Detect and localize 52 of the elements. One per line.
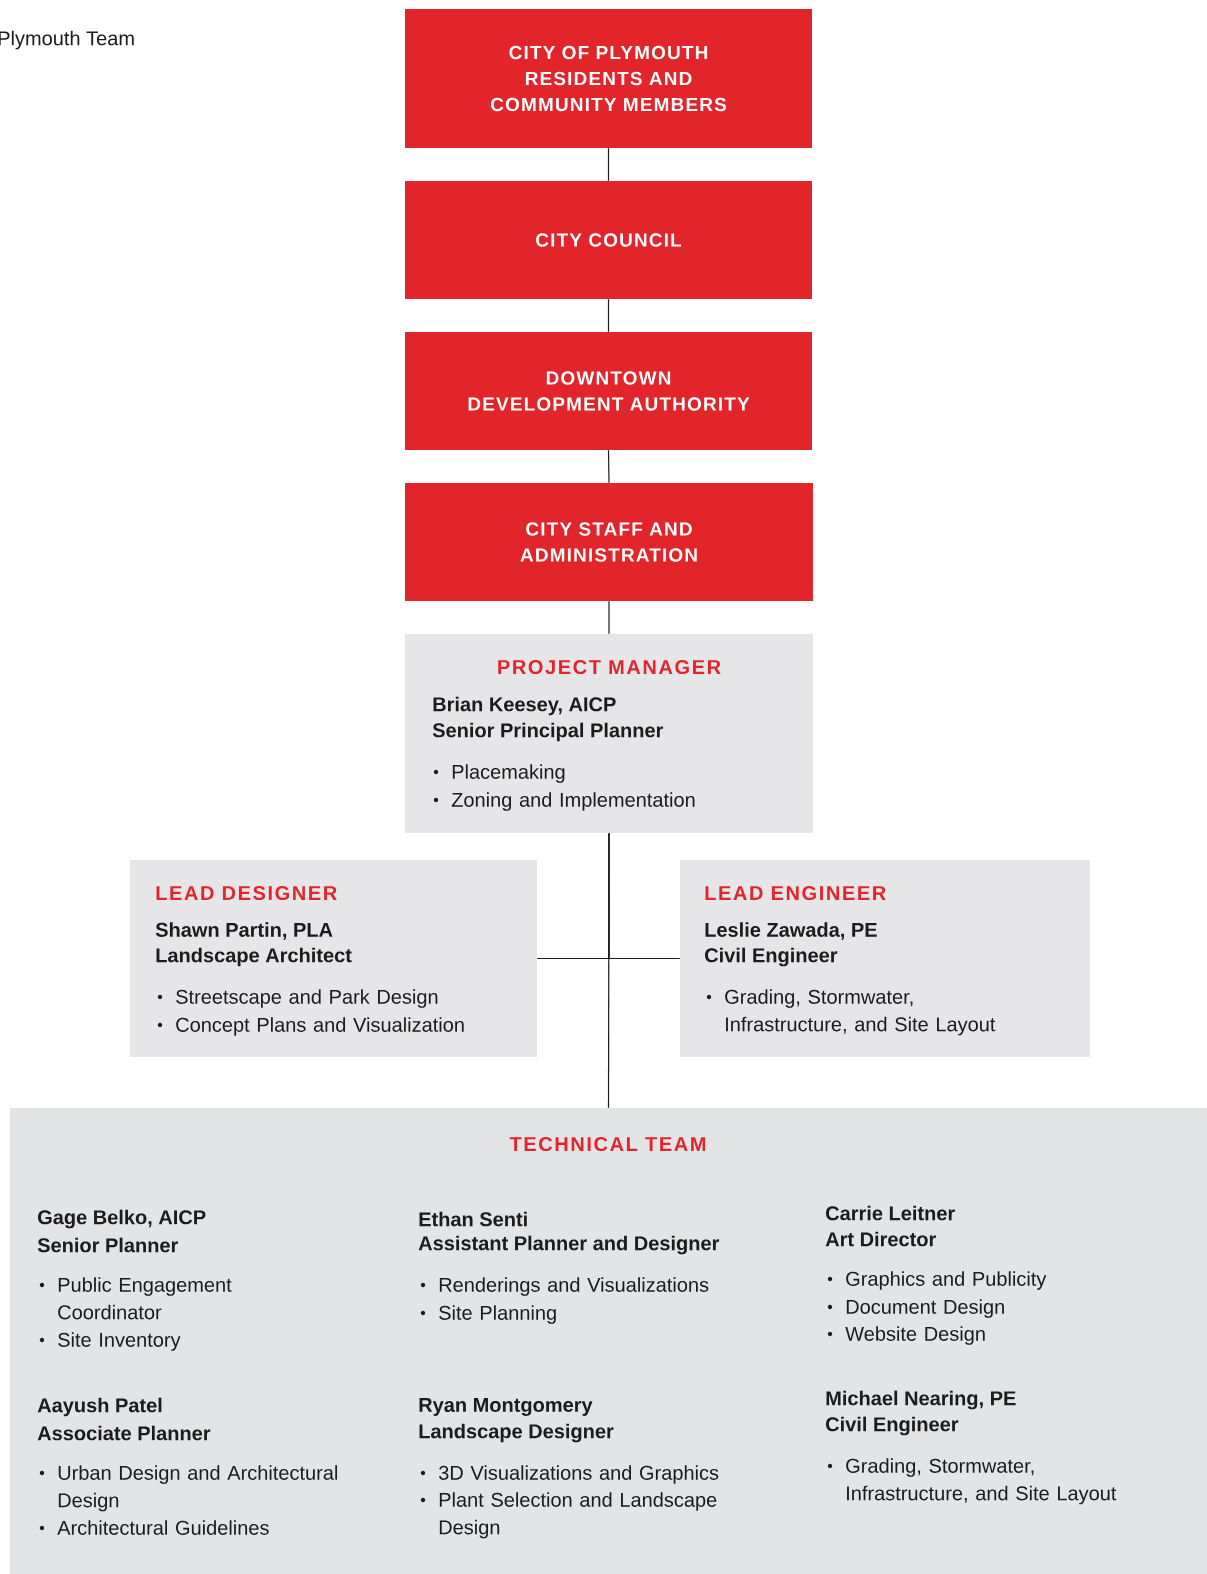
- bullet-item: Plant Selection and Landscape Design: [420, 1492, 717, 1539]
- role-heading: PROJECT MANAGER: [498, 659, 721, 675]
- person-line: Ryan Montgomery: [419, 1398, 593, 1416]
- connector-line: [608, 600, 610, 635]
- connector-line: [607, 147, 610, 182]
- bullet-item: Site Inventory: [39, 1332, 181, 1351]
- person-line: Shawn Partin, PLA: [155, 922, 333, 940]
- person-line: Ethan Senti: [419, 1211, 527, 1227]
- bullet-item: Graphics and Publicity: [827, 1271, 1047, 1290]
- bullet-item: Public Engagement Coordinator: [39, 1277, 232, 1320]
- role-box: [130, 860, 537, 1057]
- person-line: Assistant Planner and Designer: [418, 1235, 720, 1255]
- role-heading: TECHNICAL TEAM: [509, 1136, 706, 1152]
- bullet-item: Document Design: [827, 1299, 1004, 1318]
- bullet-item: Urban Design and Architectural Design: [39, 1465, 338, 1512]
- person-line: Civil Engineer: [705, 947, 838, 967]
- person-line: Brian Keesey, AICP: [433, 696, 616, 716]
- connector-line: [607, 832, 610, 1109]
- bullet-item: Grading, Stormwater, Infrastructure, and Site Layout: [827, 1458, 1117, 1505]
- person-line: Michael Nearing, PE: [826, 1390, 1016, 1410]
- person-line: Landscape Designer: [419, 1423, 614, 1443]
- person-line: Gage Belko, AICP: [38, 1209, 206, 1229]
- org-box: CITY STAFF AND ADMINISTRATION: [405, 483, 813, 601]
- bullet-item: 3D Visualizations and Graphics: [420, 1465, 719, 1484]
- team-panel: [10, 1108, 1207, 1574]
- person-line: Carrie Leitner: [826, 1205, 955, 1221]
- role-heading: LEAD ENGINEER: [705, 885, 886, 901]
- bullet-item: Grading, Stormwater, Infrastructure, and Site Layout: [706, 989, 996, 1036]
- person-line: Senior Planner: [37, 1237, 179, 1253]
- person-line: Civil Engineer: [826, 1416, 959, 1436]
- bullet-item: Site Planning: [420, 1305, 556, 1324]
- org-box: CITY COUNCIL: [405, 181, 812, 299]
- role-box: [405, 634, 813, 833]
- bullet-item: Placemaking: [433, 764, 565, 783]
- connector-line: [607, 449, 610, 484]
- org-box: CITY OF PLYMOUTH RESIDENTS AND COMMUNITY MEMBERS: [405, 9, 812, 148]
- org-box: DOWNTOWN DEVELOPMENT AUTHORITY: [405, 332, 812, 450]
- role-box: [680, 860, 1090, 1057]
- person-line: Aayush Patel: [37, 1397, 162, 1417]
- person-line: Senior Principal Planner: [432, 722, 664, 742]
- bullet-item: Zoning and Implementation: [433, 792, 695, 811]
- bullet-item: Concept Plans and Visualization: [157, 1017, 464, 1036]
- bullet-item: Renderings and Visualizations: [420, 1277, 709, 1296]
- person-line: Landscape Architect: [156, 947, 352, 967]
- connector-line: [607, 298, 610, 333]
- person-line: Art Director: [825, 1231, 936, 1247]
- role-heading: LEAD DESIGNER: [156, 885, 337, 901]
- bullet-item: Streetscape and Park Design: [157, 989, 438, 1008]
- bullet-item: Website Design: [827, 1326, 985, 1345]
- person-line: Associate Planner: [37, 1425, 211, 1441]
- person-line: Leslie Zawada, PE: [705, 922, 877, 940]
- bullet-item: Architectural Guidelines: [39, 1520, 269, 1535]
